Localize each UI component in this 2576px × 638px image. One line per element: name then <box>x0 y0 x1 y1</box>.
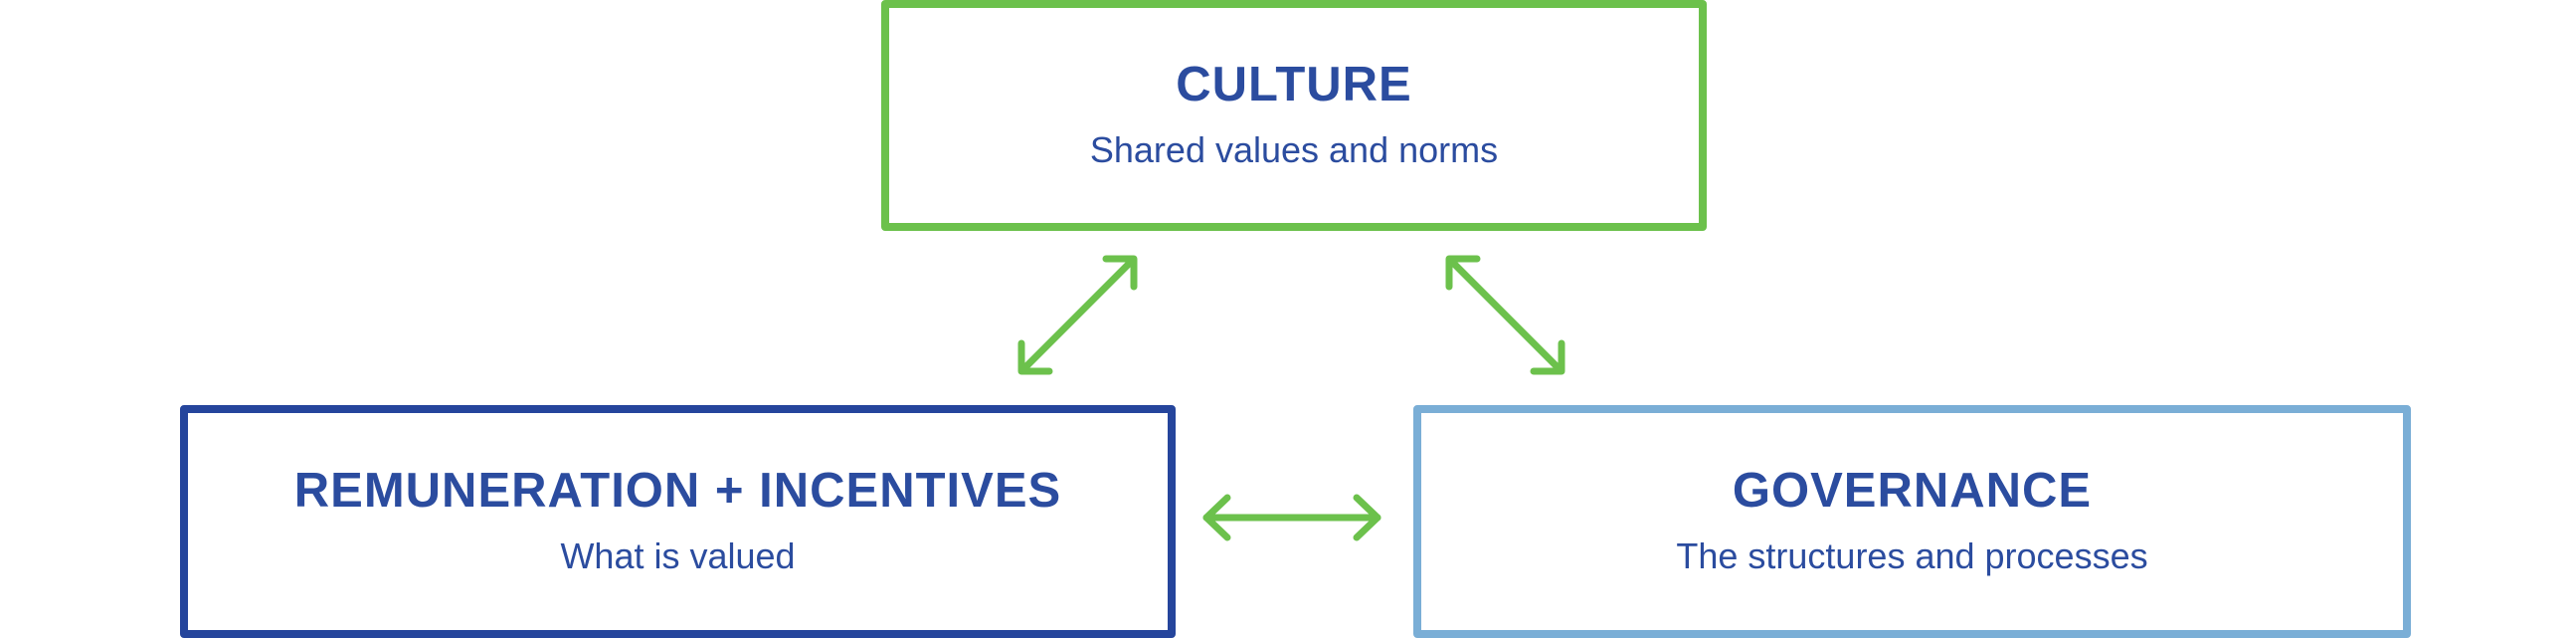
governance-title: GOVERNANCE <box>1732 464 2093 519</box>
culture-title: CULTURE <box>1176 58 1412 112</box>
culture-governance-arrow <box>1445 255 1565 375</box>
remuneration-incentives-subtitle: What is valued <box>560 535 796 577</box>
culture-subtitle: Shared values and norms <box>1089 129 1499 171</box>
remuneration-governance-arrow <box>1202 494 1381 541</box>
remuneration-incentives-box: REMUNERATION + INCENTIVES What is valued <box>180 405 1176 638</box>
remuneration-incentives-title: REMUNERATION + INCENTIVES <box>293 464 1062 519</box>
culture-box: CULTURE Shared values and norms <box>881 0 1707 231</box>
governance-subtitle: The structures and processes <box>1676 535 2148 577</box>
governance-box: GOVERNANCE The structures and processes <box>1413 405 2411 638</box>
culture-remuneration-arrow <box>1017 255 1138 375</box>
